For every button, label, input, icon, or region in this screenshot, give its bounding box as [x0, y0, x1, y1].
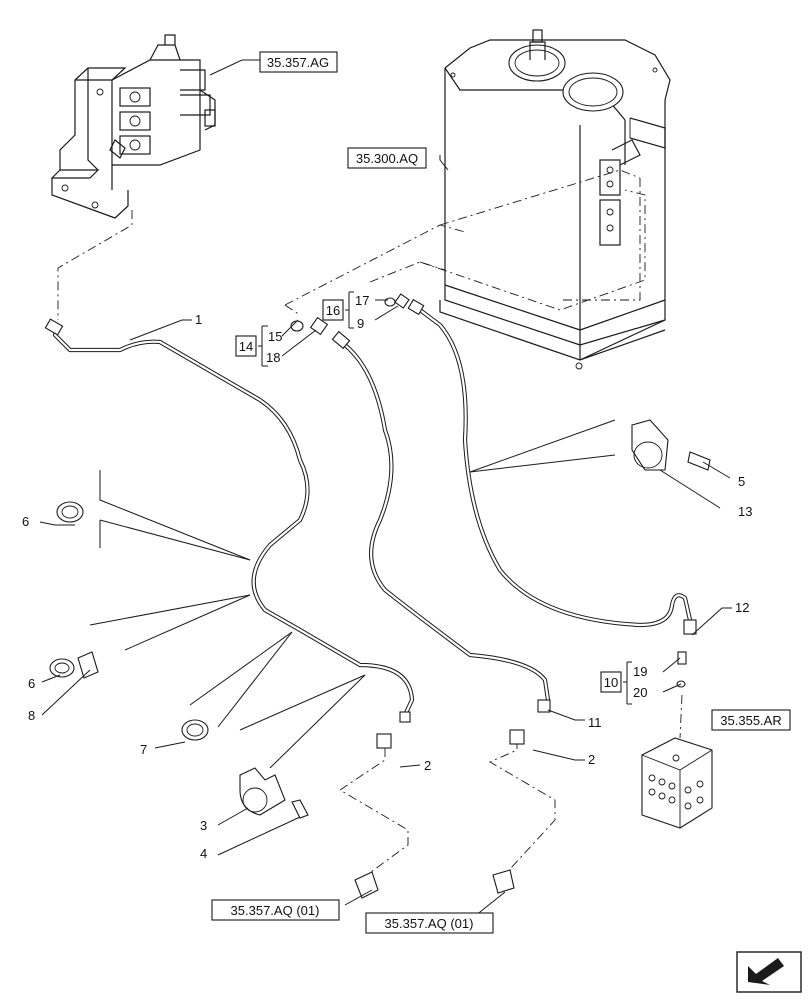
reference-35-357-aq-mid[interactable]: 35.357.AQ (01): [365, 912, 494, 934]
reference-label-block-right: 35.355.AR: [720, 713, 781, 728]
reference-35-357-aq-left[interactable]: 35.357.AQ (01): [211, 899, 340, 921]
part-label-2b: 2: [588, 752, 595, 767]
reference-label-tank: 35.300.AQ: [356, 151, 418, 166]
part-label-6b: 6: [28, 676, 35, 691]
part-label-3: 3: [200, 818, 207, 833]
part-label-19: 19: [633, 664, 647, 679]
next-page-arrow-icon[interactable]: [736, 951, 802, 993]
part-label-15: 15: [268, 329, 282, 344]
part-label-13: 13: [738, 504, 752, 519]
part-label-12: 12: [735, 600, 749, 615]
part-label-9: 9: [357, 316, 364, 331]
hose-12: [407, 298, 697, 635]
valve-assembly-illustration: [50, 34, 216, 219]
part-label-1: 1: [195, 312, 202, 327]
reference-35-355-ar[interactable]: 35.355.AR: [711, 709, 791, 731]
part-label-8: 8: [28, 708, 35, 723]
reference-label-valve-top: 35.357.AG: [267, 55, 329, 70]
kit-10-label: 10: [604, 675, 618, 690]
part-label-7: 7: [140, 742, 147, 757]
hose-11: [331, 330, 551, 713]
clamps-and-grommets: [49, 419, 711, 819]
leader-lines: [39, 59, 732, 921]
reference-35-300-aq[interactable]: 35.300.AQ: [347, 147, 427, 169]
part-label-18: 18: [266, 350, 280, 365]
part-number-labels: 1 2 2 3 4 5 6 6 7 8 9 11 12 13 15 17 18 …: [22, 293, 752, 861]
reference-label-mid-bottom: 35.357.AQ (01): [385, 916, 474, 931]
kit-14-label: 14: [239, 339, 253, 354]
kit-14[interactable]: 14: [235, 325, 268, 367]
hydraulic-tank-illustration: [439, 29, 671, 370]
part-label-5: 5: [738, 474, 745, 489]
kit-10[interactable]: 10: [600, 661, 632, 705]
kit-16-label: 16: [326, 303, 340, 318]
connection-lines: [57, 169, 683, 881]
part-label-2a: 2: [424, 758, 431, 773]
fittings: [290, 293, 687, 899]
hose-1: [44, 318, 415, 723]
part-label-6a: 6: [22, 514, 29, 529]
part-label-20: 20: [633, 685, 647, 700]
part-label-17: 17: [355, 293, 369, 308]
reference-35-357-ag[interactable]: 35.357.AG: [259, 51, 338, 73]
kit-16[interactable]: 16: [322, 291, 354, 329]
part-label-4: 4: [200, 846, 207, 861]
valve-block-illustration: [641, 737, 713, 829]
reference-label-left-bottom: 35.357.AQ (01): [231, 903, 320, 918]
part-label-11: 11: [588, 715, 602, 730]
